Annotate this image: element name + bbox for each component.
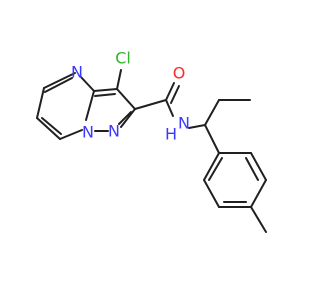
bond-ch-aryl (204, 124, 220, 154)
bond-carbonyl-o (165, 82, 175, 101)
bond-c6-c7 (36, 117, 61, 140)
bond-aryl-2-double (245, 157, 259, 181)
atom-label-layer: Cl N N N O N H (71, 49, 190, 144)
bond-c3a-n1 (79, 75, 95, 92)
bond-carbonyl-n (165, 99, 174, 117)
bond-c3a-c3-double (94, 93, 116, 97)
bond-n8-c3a (85, 90, 95, 121)
amide-nitrogen-atom-label: N (178, 114, 190, 133)
bond-aryl-3 (250, 179, 267, 208)
bond-n1-c5 (43, 72, 76, 89)
molecule-diagram: Cl N N N O N H (0, 0, 300, 300)
bond-c2-n1-double (118, 111, 132, 125)
bond-ch-ethyl (204, 99, 220, 126)
bond-aryl-6 (203, 152, 220, 181)
bond-layer (36, 69, 267, 233)
bond-carbonyl-o-double (170, 85, 180, 104)
bond-c3-cl (116, 69, 122, 90)
bond-c2-n1 (120, 108, 136, 128)
bond-c6-c7-double (41, 117, 62, 135)
bond-n1-c5-double (44, 77, 73, 93)
bond-aryl-5 (203, 179, 220, 208)
bond-c3a-c3 (93, 88, 118, 92)
chlorine-atom-label: Cl (115, 49, 131, 68)
nitrogen-atom-label-3: N (108, 122, 120, 141)
bond-aryl-methyl (250, 206, 267, 233)
background (0, 0, 300, 300)
bond-n-ch (188, 124, 206, 129)
bond-c7-n8 (59, 129, 83, 140)
bond-c5-c6 (36, 87, 45, 119)
bond-aryl-2 (250, 152, 267, 181)
molecule-structure-svg: Cl N N N O N H (0, 0, 300, 300)
amide-hydrogen-atom-label: H (165, 125, 177, 144)
nitrogen-atom-label-2: N (82, 123, 94, 142)
bond-c2-carbonyl (134, 99, 167, 110)
nitrogen-atom-label-1: N (71, 63, 83, 82)
oxygen-atom-label: O (173, 64, 186, 83)
bond-aryl-6-double (208, 157, 223, 181)
bond-c3-c2 (116, 88, 136, 110)
